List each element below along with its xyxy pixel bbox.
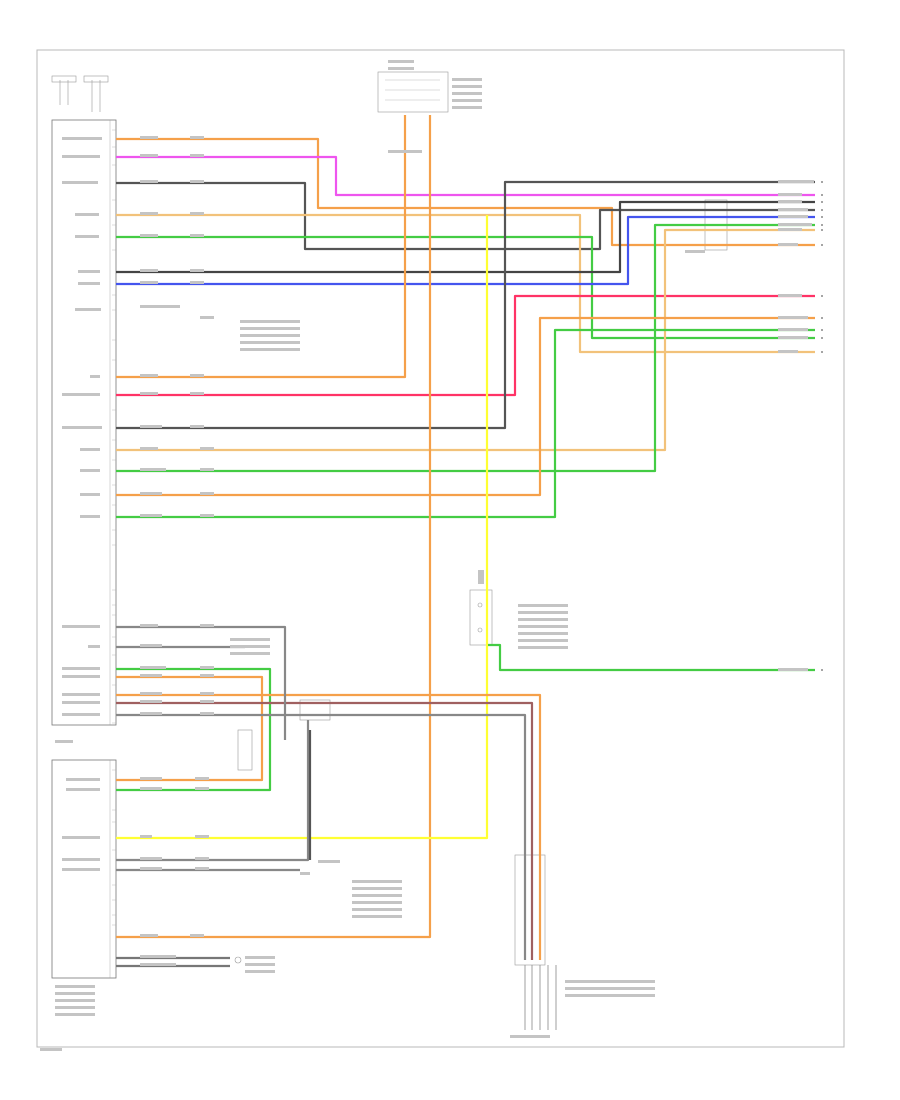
wire-w22 <box>116 713 527 960</box>
wire-w10 <box>116 228 815 452</box>
wire-w21 <box>116 701 534 960</box>
radio-module <box>51 119 117 726</box>
top-left-connectors <box>51 75 109 112</box>
wire-w18 <box>116 667 272 792</box>
wire-w14 <box>116 115 407 379</box>
fuse-block <box>377 71 449 113</box>
wire-w12 <box>116 316 815 497</box>
pin-ticks <box>112 129 116 926</box>
wire-w1 <box>116 137 815 247</box>
wire-w5 <box>116 235 815 340</box>
diagram-frame <box>36 49 845 1048</box>
wire-w3 <box>116 181 815 251</box>
wire-w6 <box>116 200 815 274</box>
right-terminals <box>821 181 823 671</box>
wire-w20 <box>116 693 542 960</box>
wire-w11 <box>116 223 815 473</box>
wire-w16 <box>116 215 489 840</box>
wire-w9 <box>116 180 815 430</box>
wire-w2 <box>116 155 815 197</box>
bottom-connector-pins <box>524 965 557 1030</box>
wire-w8 <box>116 294 815 397</box>
wire-w25 <box>116 625 287 740</box>
wire-w15 <box>116 115 432 939</box>
wire-w13 <box>116 328 815 519</box>
wire-group <box>116 115 815 968</box>
wire-w19 <box>116 675 264 782</box>
wire-w7 <box>116 215 815 286</box>
wire-w17 <box>488 643 815 672</box>
label-placeholders <box>40 60 814 1051</box>
wire-w23 <box>116 720 310 862</box>
